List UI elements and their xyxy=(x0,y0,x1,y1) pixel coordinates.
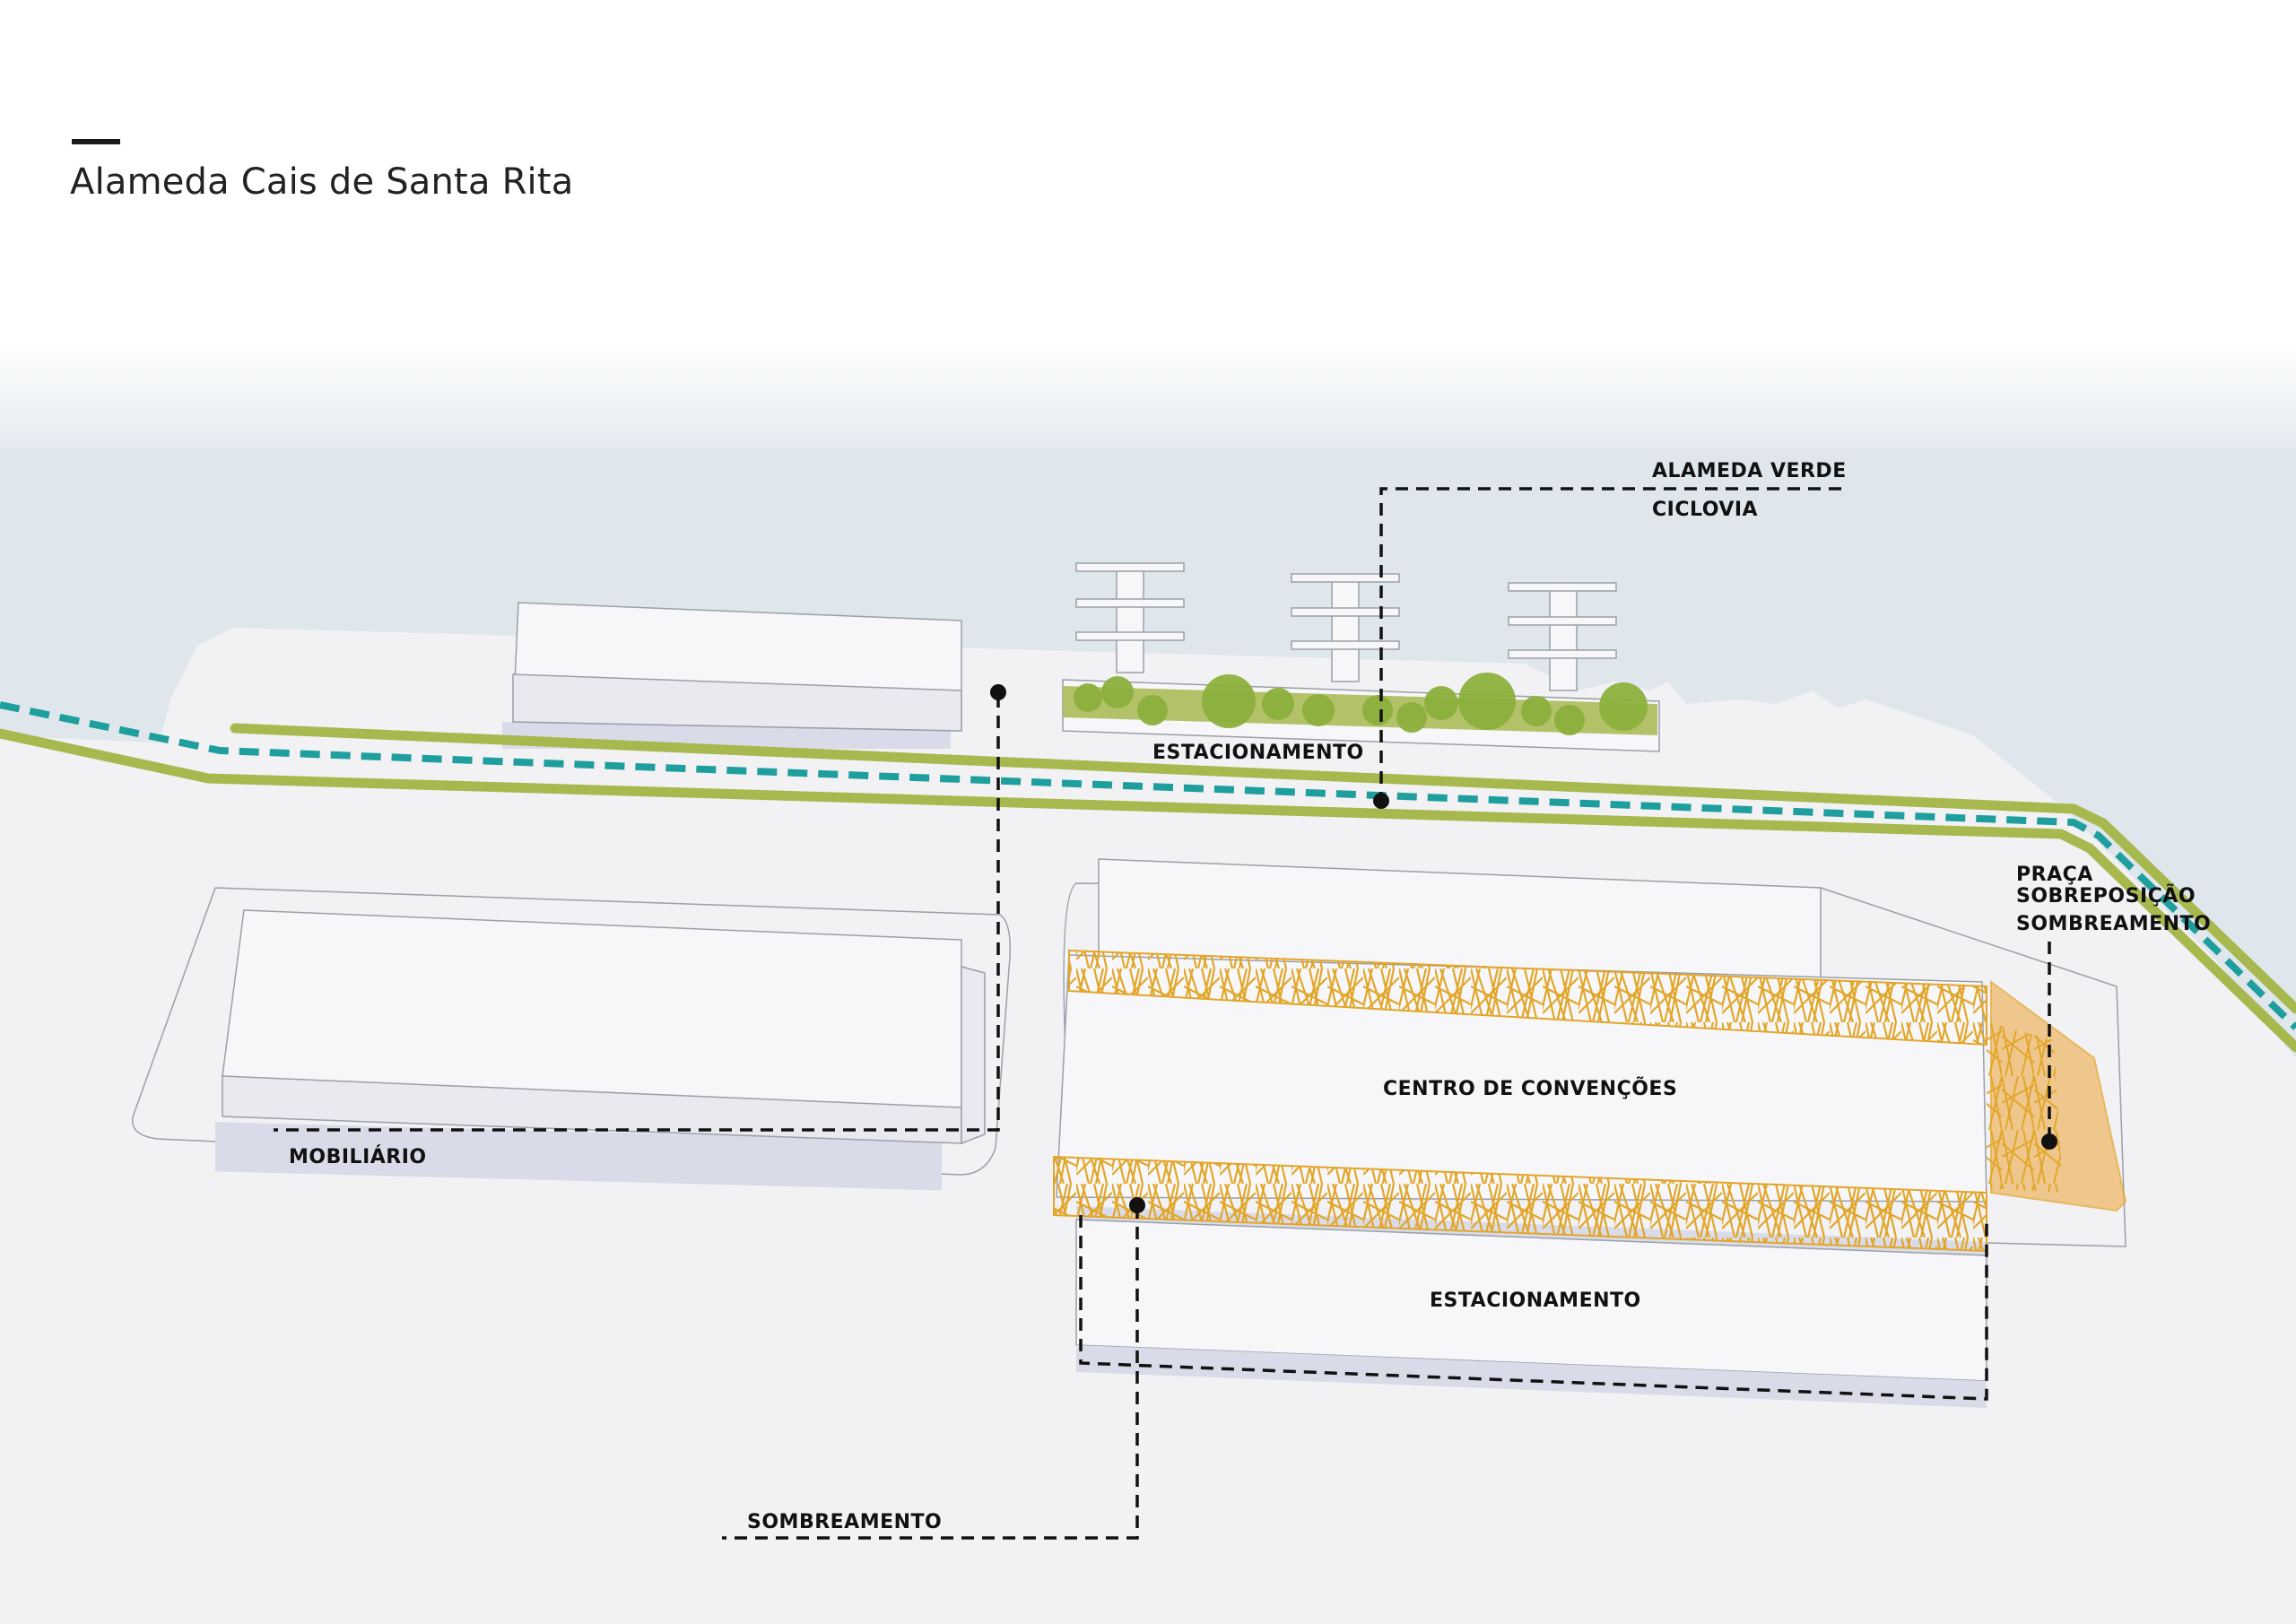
label-sombreamento: SOMBREAMENTO xyxy=(747,1511,942,1533)
building-southwest xyxy=(132,887,1011,1191)
label-mobiliario: MOBILIÁRIO xyxy=(289,1145,427,1168)
label-estacionamento-north: ESTACIONAMENTO xyxy=(1152,742,1364,764)
tree-row xyxy=(1074,673,1648,735)
convention-center xyxy=(1056,858,2126,1408)
label-alameda-verde: ALAMEDA VERDE xyxy=(1652,460,1847,482)
label-centro-de-convencoes: CENTRO DE CONVENÇÕES xyxy=(1383,1077,1677,1100)
label-ciclovia: CICLOVIA xyxy=(1652,499,1758,521)
label-praca: PRAÇA xyxy=(2016,864,2093,886)
leader-dots xyxy=(990,684,2057,1213)
alameda-verde-band xyxy=(0,723,2296,1053)
sky-fade xyxy=(0,341,2296,466)
lattice-shading xyxy=(1053,949,2127,1253)
quay-ground-left xyxy=(0,682,193,807)
title-accent-bar xyxy=(72,139,120,144)
page-title: Alameda Cais de Santa Rita xyxy=(70,161,574,203)
building-northwest xyxy=(502,602,962,749)
label-sombreamento-plaza: SOMBREAMENTO xyxy=(2016,913,2211,935)
label-estacionamento-south: ESTACIONAMENTO xyxy=(1430,1290,1641,1312)
leader-lines xyxy=(274,487,2051,1540)
label-sobreposicao: SOBREPOSIÇÃO xyxy=(2016,884,2196,908)
piers xyxy=(1075,562,1617,691)
ciclovia-path xyxy=(0,701,2296,1030)
